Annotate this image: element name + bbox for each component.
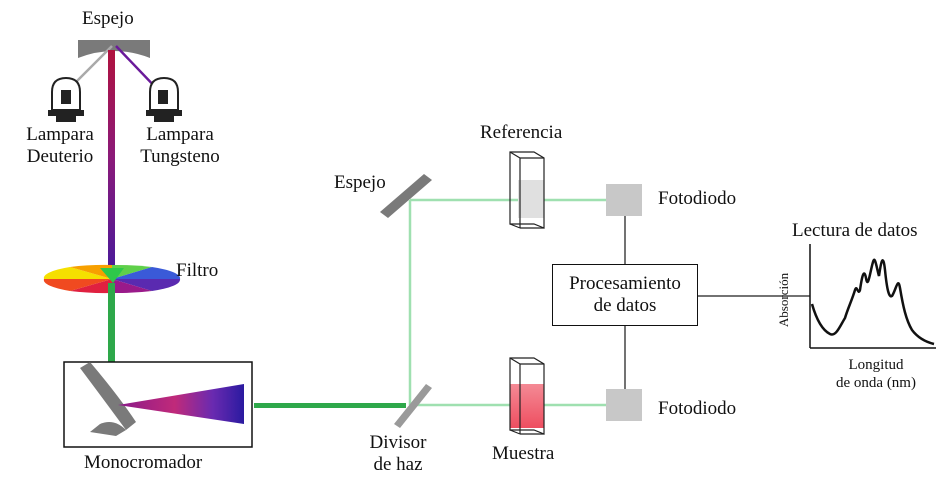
deuterium-lamp-label: Lampara Deuterio: [12, 124, 108, 168]
processing-box: Procesamiento de datos: [552, 264, 698, 326]
readout-x-label-line1: Longitud: [848, 357, 904, 373]
dispersion-prism: [118, 384, 244, 424]
mirror-top-label: Espejo: [82, 8, 134, 29]
photodiode-top: [606, 184, 642, 216]
tungsten-lamp-label-line1: Lampara: [146, 124, 214, 145]
beam-splitter-label-line1: Divisor: [369, 432, 427, 453]
deuterium-lamp-label-line2: Deuterio: [26, 146, 94, 167]
reference-label: Referencia: [480, 122, 563, 143]
readout-x-label: Longitud de onda (nm): [820, 356, 932, 392]
green-beam-vertical: [108, 283, 115, 395]
lamp-beam: [108, 50, 115, 270]
tungsten-lamp-icon: [146, 76, 182, 122]
filter-wheel-icon: [43, 264, 181, 294]
beam-splitter-icon: [394, 384, 432, 428]
photodiode-bottom: [606, 389, 642, 421]
monochromator-label: Monocromador: [84, 452, 203, 473]
main-beam: [254, 403, 406, 408]
absorption-curve: [810, 258, 935, 346]
sample-label: Muestra: [492, 443, 555, 464]
readout-y-label: Absorción: [776, 272, 791, 328]
reference-cuvette-icon: [509, 151, 545, 229]
deuterium-lamp-label-line1: Lampara: [26, 124, 94, 145]
mirror-mid-label: Espejo: [334, 172, 386, 193]
tungsten-lamp-label: Lampara Tungsteno: [124, 124, 236, 168]
deuterium-lamp-icon: [48, 76, 84, 122]
sample-cuvette-icon: [509, 357, 545, 435]
photodiode-top-label: Fotodiodo: [658, 188, 737, 209]
beam-splitter-label-line2: de haz: [373, 454, 423, 475]
readout-x-label-line2: de onda (nm): [836, 375, 916, 391]
monochromator-mirror: [80, 362, 136, 430]
beam-splitter-label: Divisor de haz: [360, 432, 436, 476]
top-mirror: [78, 40, 150, 58]
processing-label-line2: de datos: [593, 295, 657, 316]
readout-plot: [809, 244, 936, 349]
photodiode-bottom-label: Fotodiodo: [658, 398, 737, 419]
monochromator-mirror-lower: [90, 422, 126, 436]
mid-mirror-icon: [380, 174, 432, 218]
tungsten-lamp-label-line2: Tungsteno: [140, 146, 220, 167]
readout-title: Lectura de datos: [792, 220, 918, 241]
filter-label: Filtro: [176, 260, 219, 281]
processing-label-line1: Procesamiento: [569, 273, 681, 294]
